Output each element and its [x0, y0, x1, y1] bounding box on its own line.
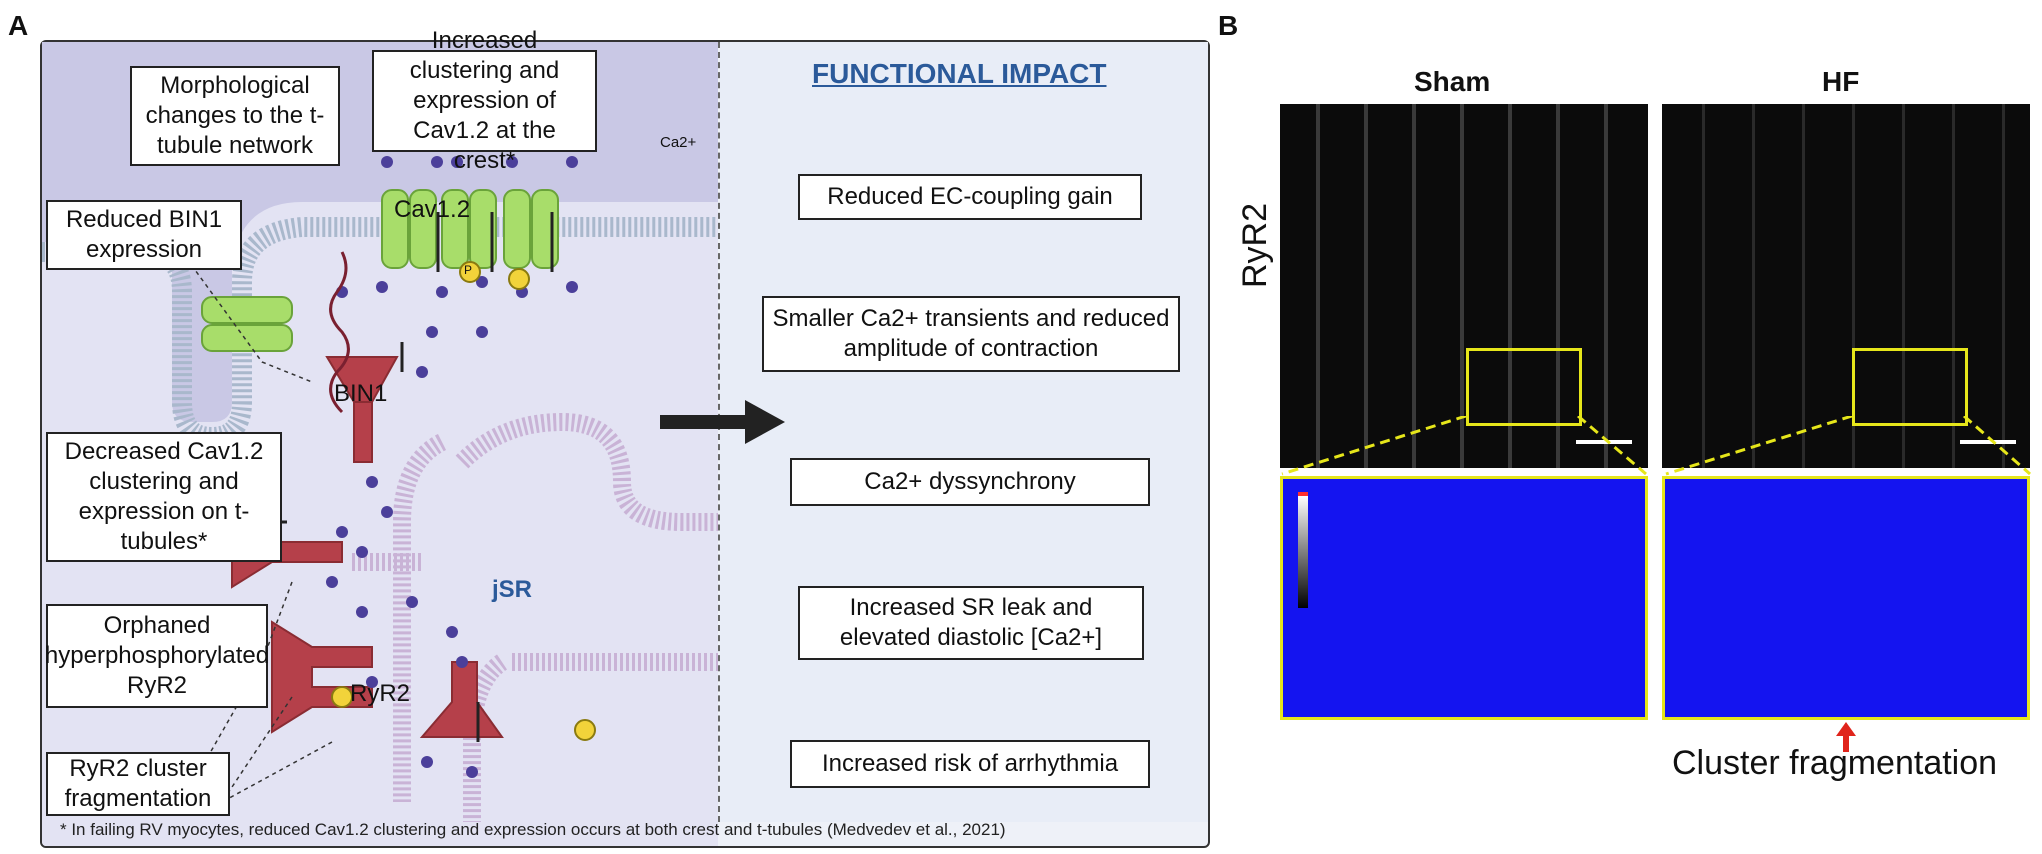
panel-b-letter: B [1218, 10, 1239, 41]
cluster-fragmentation-caption: Cluster fragmentation [1672, 744, 1998, 782]
right-arrow-icon [660, 400, 785, 444]
zoom-lines [1281, 416, 2031, 476]
cav12-label: Cav1.2 [394, 196, 471, 223]
ca2-label: Ca2+ [660, 134, 697, 151]
callout-morphological: Morphological changes to the t-tubule ne… [130, 66, 340, 166]
hf-confocal-image [1662, 104, 2030, 468]
callout-fragmentation: RyR2 cluster fragmentation [46, 752, 230, 816]
col-hf-label: HF [1822, 66, 1860, 97]
intensity-scale-bar [1298, 492, 1308, 608]
hf-zoom-box [1852, 348, 1968, 426]
functional-impact-title: FUNCTIONAL IMPACT [812, 58, 1107, 89]
callout-orphaned: Orphaned hyperphosphorylated RyR2 [45, 604, 269, 708]
sham-zoom-box [1466, 348, 1582, 426]
impact-item-3: Ca2+ dyssynchrony [790, 458, 1150, 506]
cav12-channels [381, 189, 559, 269]
hf-scale-bar [1960, 440, 2016, 444]
col-sham-label: Sham [1414, 66, 1491, 97]
callout-decreased-cav12: Decreased Cav1.2 clustering and expressi… [46, 432, 282, 562]
callout-clustering-top: Increased clustering and expression of C… [372, 27, 597, 174]
callout-bin1-expression: Reduced BIN1 expression [46, 200, 242, 270]
red-arrow-icon [1836, 722, 1856, 752]
ryr2-label: RyR2 [350, 680, 411, 707]
footnote: * In failing RV myocytes, reduced Cav1.2… [60, 820, 1006, 839]
impact-item-2: Smaller Ca2+ transients and reduced ampl… [762, 296, 1180, 372]
phospho-p-label: P [464, 263, 473, 277]
bin1-label: BIN1 [334, 380, 388, 407]
hf-heatmap [1662, 476, 2030, 720]
jsr-label: jSR [492, 576, 533, 603]
sham-heatmap [1280, 476, 1648, 720]
impact-item-1: Reduced EC-coupling gain [798, 174, 1142, 220]
sham-scale-bar [1576, 440, 1632, 444]
sham-confocal-image [1280, 104, 1648, 468]
impact-item-4: Increased SR leak and elevated diastolic… [798, 586, 1144, 660]
row-ryr2-label: RyR2 [1236, 202, 1274, 288]
section-divider [718, 42, 720, 822]
impact-item-5: Increased risk of arrhythmia [790, 740, 1150, 788]
panel-a-letter: A [8, 10, 29, 41]
functional-impact-area [720, 42, 1208, 822]
